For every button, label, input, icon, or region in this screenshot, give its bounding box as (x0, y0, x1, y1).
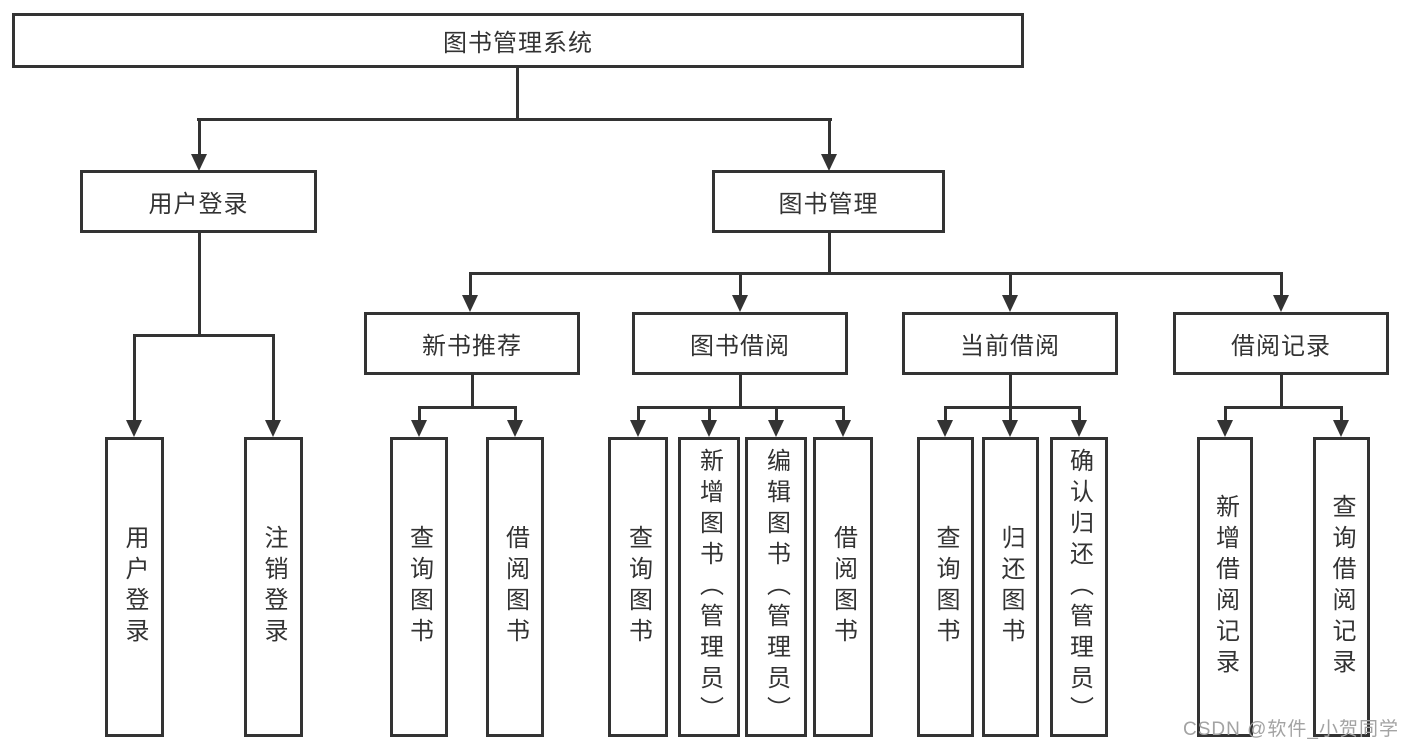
connector-line (828, 232, 831, 274)
connector-line (842, 406, 845, 422)
arrow-down-icon (1273, 295, 1289, 312)
connector-line (1009, 375, 1012, 409)
leaf-borrowing-borrow-books: 借阅图书 (813, 437, 873, 737)
connector-line (516, 68, 519, 120)
connector-line (197, 118, 832, 121)
connector-line (272, 334, 275, 422)
node-label: 借阅图书 (829, 525, 857, 649)
leaf-borrowing-add-books-admin: 新增图书（管理员） (678, 437, 740, 737)
node-label: 编辑图书（管理员） (762, 447, 790, 727)
node-library-management-system: 图书管理系统 (12, 13, 1024, 68)
arrow-down-icon (1071, 420, 1087, 437)
node-label: 图书管理系统 (443, 30, 593, 57)
connector-line (514, 406, 517, 422)
node-label: 用户登录 (148, 191, 249, 218)
connector-line (739, 272, 742, 298)
node-label: 新增图书（管理员） (695, 447, 723, 727)
leaf-recommend-borrow-books: 借阅图书 (486, 437, 544, 737)
leaf-borrowing-edit-books-admin: 编辑图书（管理员） (745, 437, 807, 737)
connector-line (1009, 406, 1012, 422)
connector-line (739, 375, 742, 409)
leaf-current-query-books: 查询图书 (917, 437, 974, 737)
node-label: 新增借阅记录 (1211, 494, 1239, 680)
connector-line (1280, 375, 1283, 409)
arrow-down-icon (821, 154, 837, 171)
node-user-login: 用户登录 (80, 170, 317, 233)
connector-line (944, 406, 947, 422)
connector-line (1224, 406, 1343, 409)
connector-line (637, 406, 640, 422)
node-label: 图书借阅 (690, 333, 790, 360)
connector-line (1224, 406, 1227, 422)
arrow-down-icon (937, 420, 953, 437)
connector-line (418, 406, 517, 409)
watermark: CSDN @软件_小贺同学 (1183, 719, 1399, 740)
arrow-down-icon (1217, 420, 1233, 437)
node-label: 查询借阅记录 (1328, 494, 1355, 680)
connector-line (418, 406, 421, 422)
node-label: 用户登录 (121, 525, 148, 649)
arrow-down-icon (191, 154, 207, 171)
node-label: 借阅记录 (1231, 333, 1331, 360)
connector-line (471, 375, 474, 409)
node-label: 查询图书 (624, 525, 652, 649)
connector-line (198, 118, 201, 158)
node-label: 当前借阅 (960, 333, 1060, 360)
node-label: 查询图书 (932, 525, 959, 649)
node-current-borrowing: 当前借阅 (902, 312, 1118, 375)
arrow-down-icon (126, 420, 142, 437)
connector-line (1340, 406, 1343, 422)
connector-line (133, 334, 275, 337)
connector-line (708, 406, 711, 422)
node-label: 归还图书 (997, 525, 1024, 649)
leaf-records-add-borrow-record: 新增借阅记录 (1197, 437, 1253, 737)
node-new-book-recommend: 新书推荐 (364, 312, 580, 375)
arrow-down-icon (1333, 420, 1349, 437)
connector-line (1280, 272, 1283, 298)
connector-line (775, 406, 778, 422)
leaf-borrowing-query-books: 查询图书 (608, 437, 668, 737)
leaf-records-query-borrow-record: 查询借阅记录 (1313, 437, 1370, 737)
node-label: 借阅图书 (501, 525, 529, 649)
node-label: 查询图书 (405, 525, 433, 649)
node-label: 确认归还（管理员） (1065, 447, 1093, 727)
leaf-logout: 注销登录 (244, 437, 303, 737)
connector-line (944, 406, 1081, 409)
connector-line (637, 406, 845, 409)
leaf-current-return-books: 归还图书 (982, 437, 1039, 737)
leaf-recommend-query-books: 查询图书 (390, 437, 448, 737)
connector-line (198, 233, 201, 336)
arrow-down-icon (835, 420, 851, 437)
node-borrowing-records: 借阅记录 (1173, 312, 1389, 375)
arrow-down-icon (1002, 420, 1018, 437)
arrow-down-icon (630, 420, 646, 437)
connector-line (133, 334, 136, 422)
node-book-borrowing: 图书借阅 (632, 312, 848, 375)
leaf-current-confirm-return-admin: 确认归还（管理员） (1050, 437, 1108, 737)
arrow-down-icon (732, 295, 748, 312)
arrow-down-icon (265, 420, 281, 437)
node-label: 新书推荐 (422, 333, 522, 360)
arrow-down-icon (411, 420, 427, 437)
node-book-management: 图书管理 (712, 170, 945, 233)
arrow-down-icon (701, 420, 717, 437)
connector-line (828, 118, 831, 158)
leaf-user-login: 用户登录 (105, 437, 164, 737)
arrow-down-icon (768, 420, 784, 437)
arrow-down-icon (507, 420, 523, 437)
connector-line (1078, 406, 1081, 422)
connector-line (469, 272, 1283, 275)
arrow-down-icon (1002, 295, 1018, 312)
node-label: 图书管理 (778, 191, 879, 218)
connector-line (469, 272, 472, 298)
connector-line (1009, 272, 1012, 298)
arrow-down-icon (462, 295, 478, 312)
node-label: 注销登录 (260, 525, 287, 649)
